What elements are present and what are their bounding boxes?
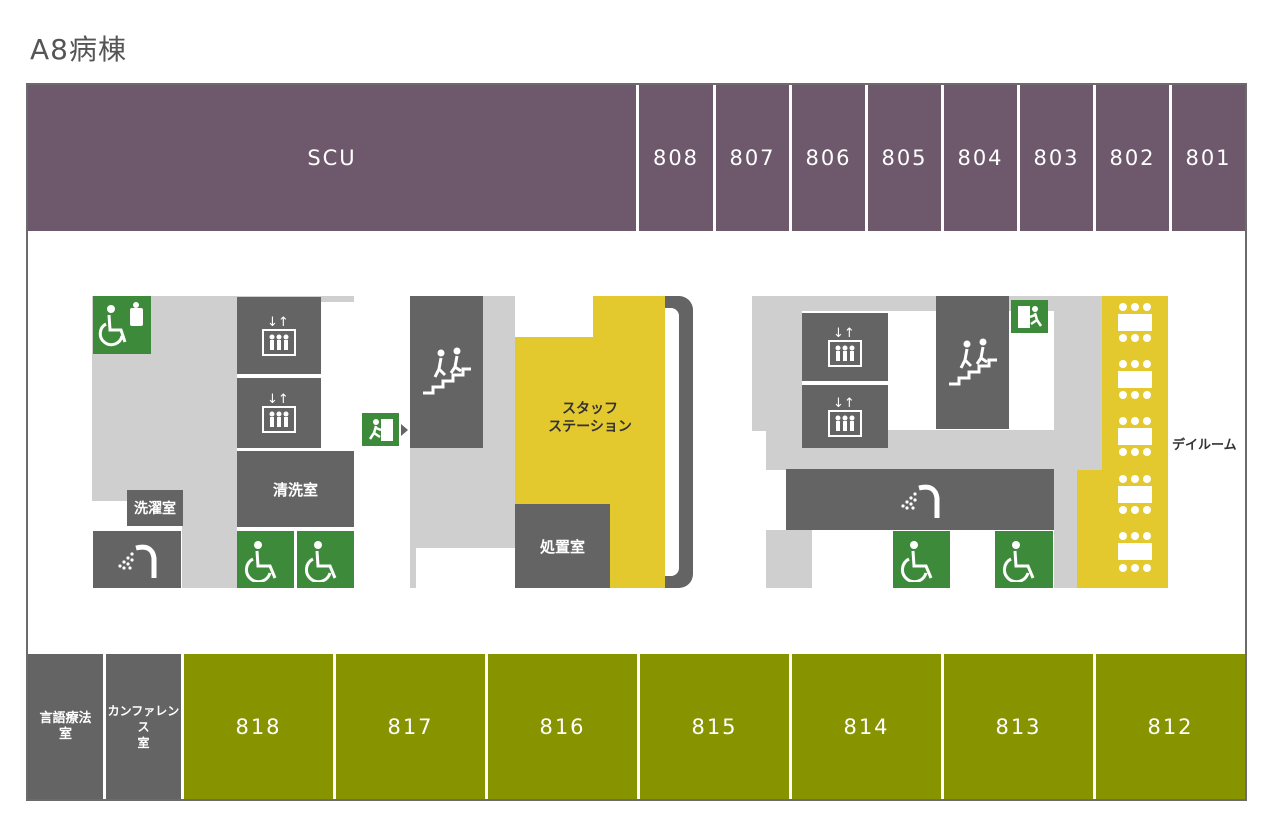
treatment-room[interactable]: 処置室	[515, 504, 610, 588]
stairs-icon	[936, 296, 1009, 429]
room-speech-therapy[interactable]: 言語療法 室	[28, 654, 103, 799]
washroom[interactable]: 洗濯室	[127, 490, 183, 526]
room-817[interactable]: 817	[336, 654, 485, 799]
svg-text:↓↑: ↓↑	[267, 315, 289, 330]
wheelchair-icon	[297, 531, 354, 588]
elevator-icon: ↓↑	[237, 378, 321, 448]
dayroom[interactable]	[1102, 296, 1168, 588]
accessible-toilet-icon	[93, 296, 151, 354]
room-804[interactable]: 804	[944, 85, 1017, 231]
room-813[interactable]: 813	[944, 654, 1093, 799]
staff-station-wall-inner	[665, 308, 679, 576]
room-818[interactable]: 818	[184, 654, 333, 799]
cleaning-room[interactable]: 清洗室	[237, 451, 354, 527]
shower-icon	[93, 531, 181, 588]
elevator-icon: ↓↑	[237, 297, 321, 374]
staff-station-label: スタッフ ステーション	[515, 400, 665, 436]
elevator-icon: ↓↑	[802, 313, 888, 381]
conference-label-line2: 室	[137, 735, 150, 750]
table-icon	[1118, 303, 1152, 572]
exit-arrow-icon	[997, 311, 1004, 323]
wheelchair-icon	[237, 531, 294, 588]
corridor-top-right	[752, 296, 1102, 311]
room-conference[interactable]: カンファレンス 室	[106, 654, 181, 799]
corridor-right-bottom	[766, 530, 812, 588]
shower-icon	[786, 469, 1054, 530]
corridor-right-left	[752, 296, 802, 431]
room-805[interactable]: 805	[868, 85, 941, 231]
elevator-icon: ↓↑	[802, 385, 888, 448]
stairs-icon	[410, 296, 483, 448]
exit-arrow-icon	[401, 424, 408, 436]
emergency-exit-icon	[1011, 300, 1048, 333]
room-803[interactable]: 803	[1020, 85, 1093, 231]
speech-therapy-label-line2: 室	[58, 726, 72, 742]
conference-label-line1: カンファレンス	[107, 703, 180, 734]
svg-text:↓↑: ↓↑	[833, 396, 855, 411]
staff-station-label-line2: ステーション	[548, 419, 632, 435]
room-812[interactable]: 812	[1096, 654, 1245, 799]
room-815[interactable]: 815	[640, 654, 789, 799]
corridor-gap	[416, 548, 515, 588]
svg-text:↓↑: ↓↑	[833, 326, 855, 341]
room-816[interactable]: 816	[488, 654, 637, 799]
wheelchair-icon	[995, 531, 1053, 588]
staff-station-top	[593, 296, 665, 338]
staff-station-label-line1: スタッフ	[562, 401, 618, 417]
room-806[interactable]: 806	[792, 85, 865, 231]
room-scu[interactable]: SCU	[28, 85, 636, 231]
room-807[interactable]: 807	[716, 85, 789, 231]
room-808[interactable]: 808	[639, 85, 713, 231]
wheelchair-icon	[893, 531, 950, 588]
room-801[interactable]: 801	[1172, 85, 1245, 231]
dayroom-label: デイルーム	[1172, 438, 1237, 453]
svg-text:↓↑: ↓↑	[267, 392, 289, 407]
speech-therapy-label-line1: 言語療法	[39, 710, 92, 726]
room-802[interactable]: 802	[1096, 85, 1169, 231]
page-title: A8病棟	[30, 33, 127, 66]
corridor-left-vertical	[182, 296, 237, 588]
room-814[interactable]: 814	[792, 654, 941, 799]
emergency-exit-icon	[362, 413, 399, 446]
dayroom-extension	[1077, 470, 1102, 588]
